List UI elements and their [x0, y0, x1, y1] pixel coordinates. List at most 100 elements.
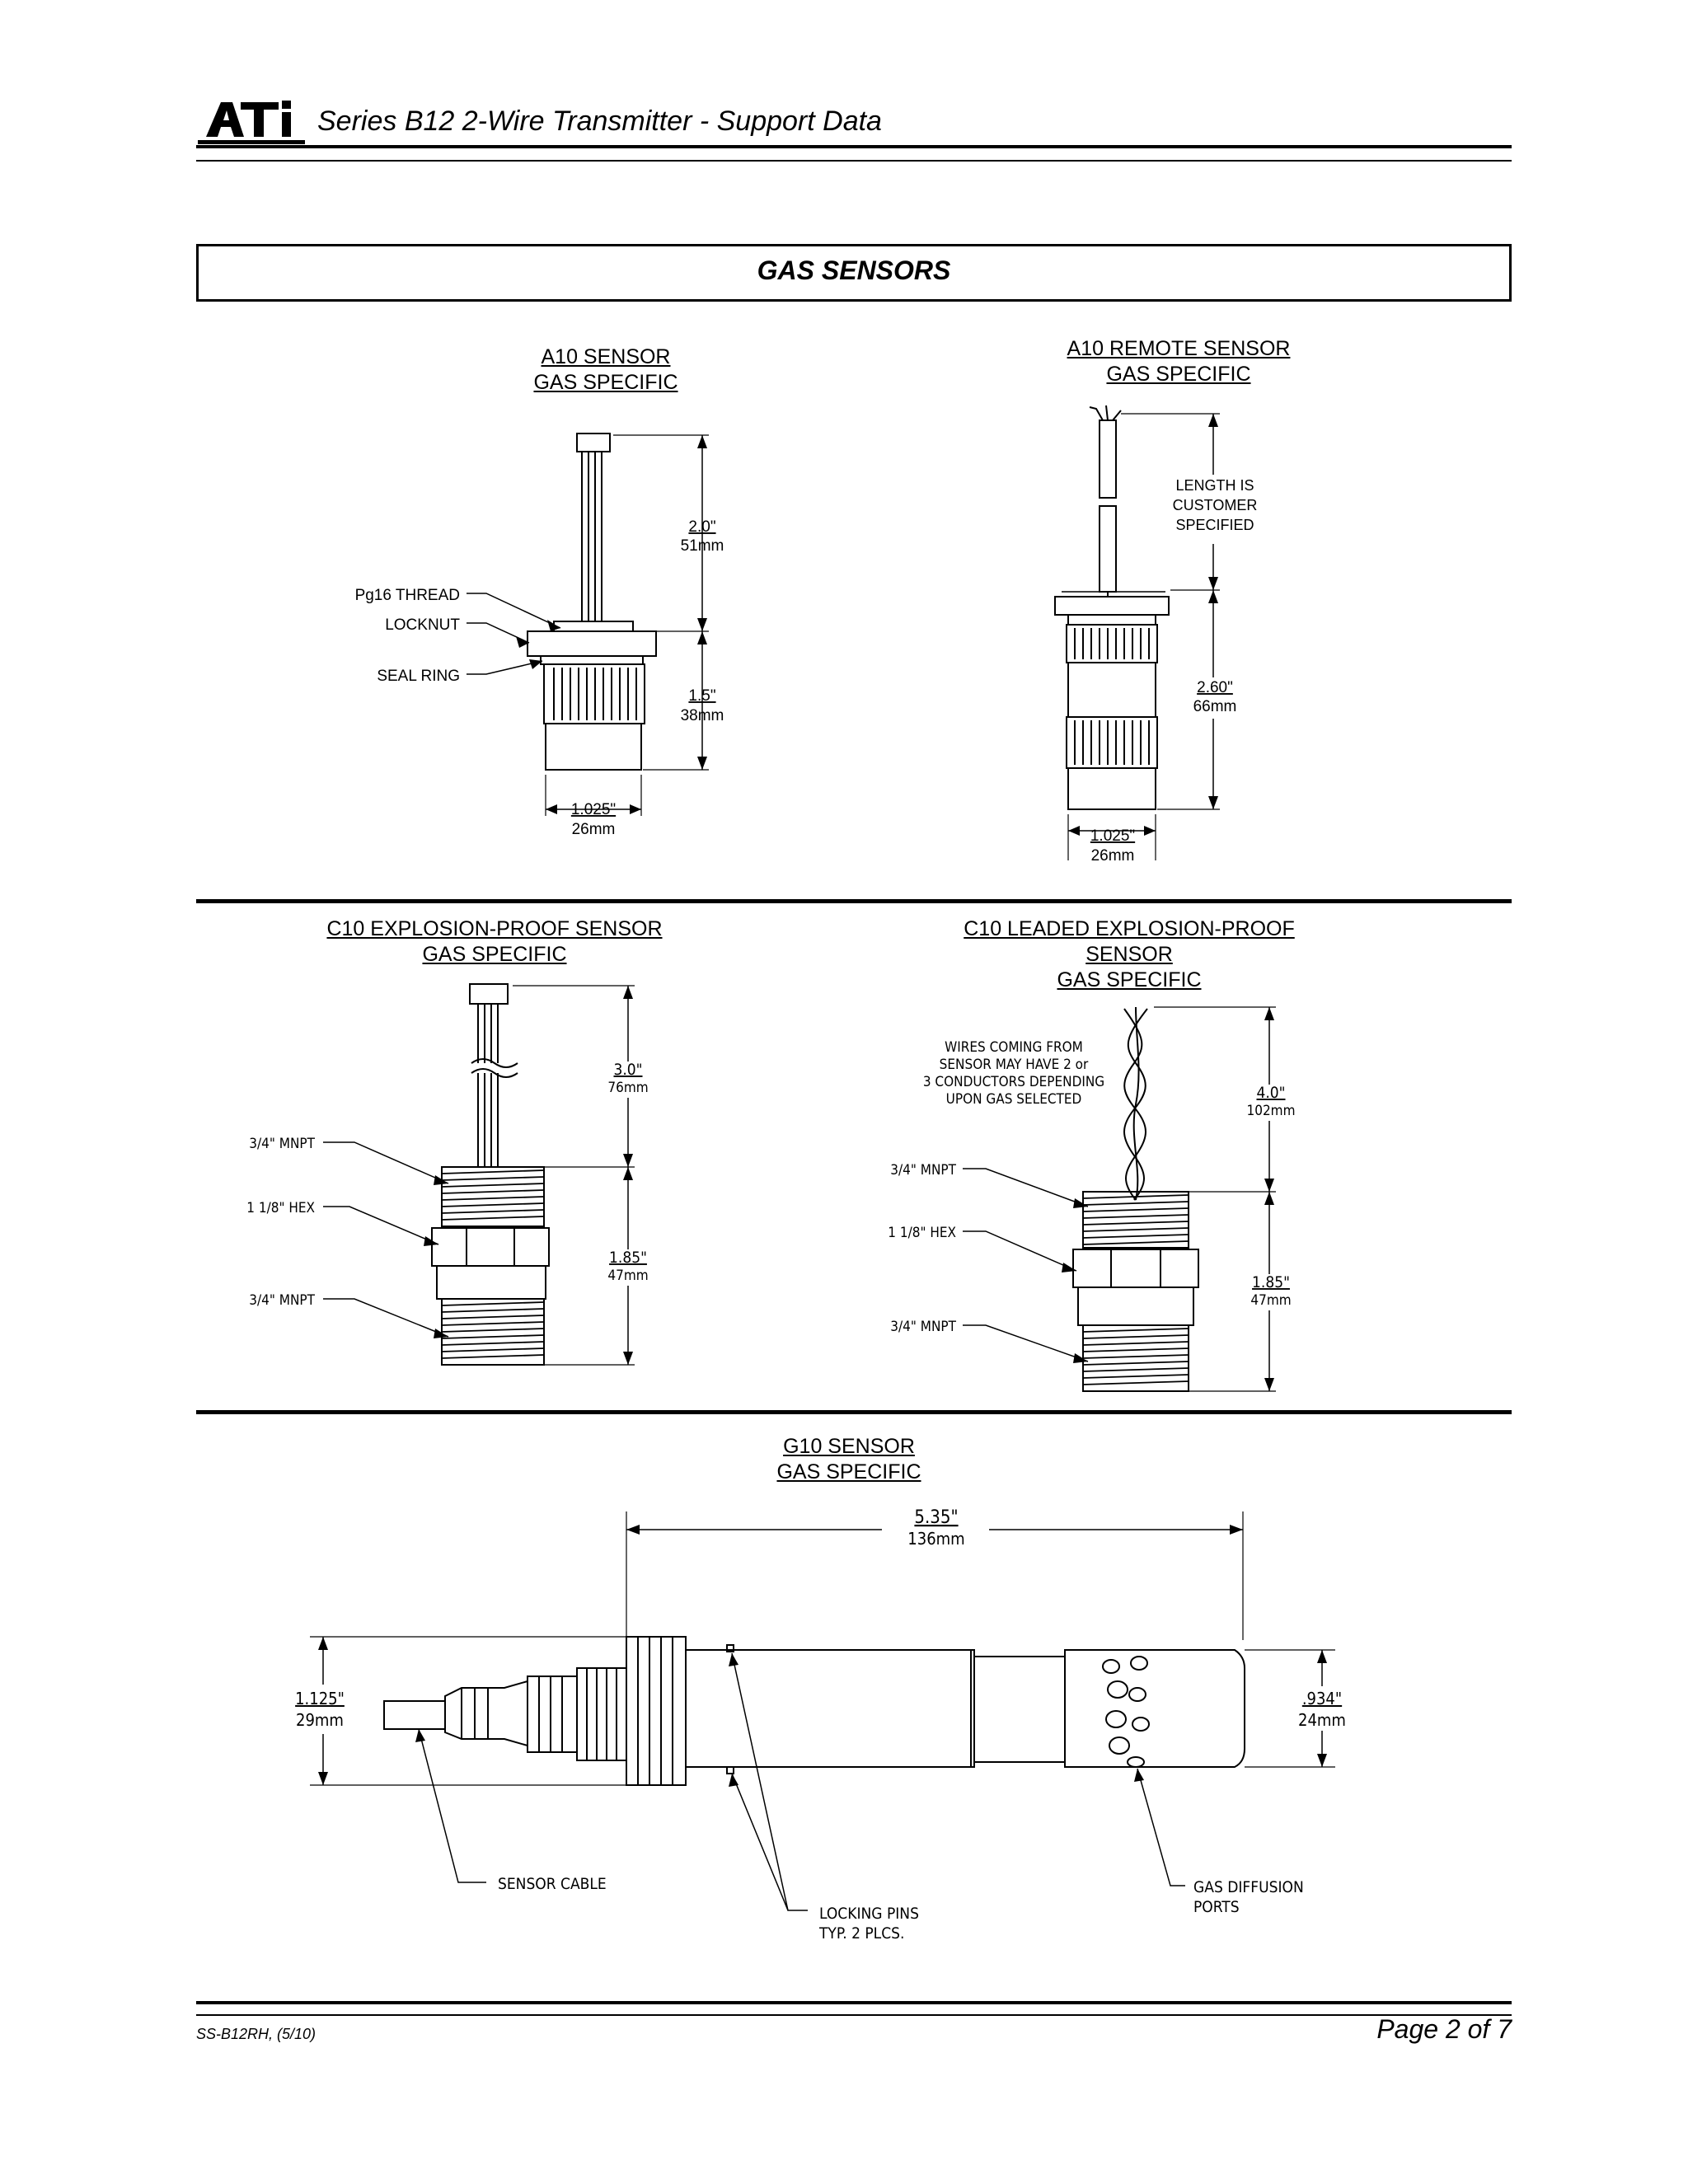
g10-label-pins-1: LOCKING PINS [819, 1905, 919, 1923]
a10-dim-top-mm: 51mm [681, 537, 724, 555]
g10-locking-pin-bottom [726, 1766, 734, 1774]
g10-port [1107, 1680, 1128, 1699]
a10r-length-note-3: SPECIFIED [1175, 517, 1254, 533]
c10l-label-mnpt-top: 3/4" MNPT [890, 1162, 956, 1179]
footer-rule-thin [196, 2014, 1512, 2016]
c10-dim-bottom-in: 1.85" [609, 1249, 647, 1267]
g10-port [1130, 1656, 1148, 1671]
g10-strain-relief [444, 1680, 528, 1747]
a10r-dim-width-mm: 26mm [1091, 847, 1135, 865]
a10-dim-bottom-in: 1.5" [688, 687, 715, 705]
c10l-wires-note-2: SENSOR MAY HAVE 2 or [940, 1057, 1089, 1073]
c10l-wires-note-1: WIRES COMING FROM [945, 1039, 1083, 1056]
a10r-knurl-top [1066, 624, 1158, 663]
g10-diffuser [1064, 1649, 1245, 1768]
a10-dim-bottom-mm: 38mm [681, 707, 724, 724]
g10-port [1102, 1659, 1120, 1674]
a10-dim-width-mm: 26mm [572, 821, 616, 838]
a10-thread [553, 621, 634, 632]
c10-dim-bottom-mm: 47mm [607, 1268, 648, 1284]
c10l-mnpt-top [1082, 1191, 1189, 1249]
a10r-dim-body-in: 2.60" [1197, 679, 1233, 696]
g10-dim-length-in: 5.35" [914, 1507, 958, 1528]
g10-cable [383, 1700, 446, 1730]
g10-dim-left-mm: 29mm [296, 1710, 344, 1730]
c10-sensor-drawing: 3/4" MNPT 1 1/8" HEX 3/4" MNPT 3.0" 76mm… [246, 983, 649, 1366]
header-rule-thin [196, 160, 1512, 162]
a10r-knurl-bottom [1066, 716, 1158, 769]
g10-gland [576, 1667, 627, 1761]
c10-connector [469, 983, 509, 1005]
g10-locking-pin-top [726, 1644, 734, 1652]
a10-label-thread: Pg16 THREAD [355, 587, 460, 604]
a10r-dim-body-mm: 66mm [1193, 698, 1237, 715]
g10-sensor-drawing: 5.35" 136mm 1.125" 29mm .934" 24mm SENSO… [295, 1507, 1346, 1943]
c10-leaded-title: C10 LEADED EXPLOSION-PROOF SENSOR GAS SP… [923, 916, 1335, 993]
section-title: GAS SENSORS [757, 255, 951, 285]
a10-title-line2: GAS SPECIFIC [533, 371, 678, 394]
c10-hex [431, 1227, 550, 1267]
a10-connector [576, 433, 611, 452]
c10-title: C10 EXPLOSION-PROOF SENSOR GAS SPECIFIC [280, 916, 709, 968]
c10l-hex [1072, 1249, 1199, 1288]
c10-leaded-title-line1: C10 LEADED EXPLOSION-PROOF [964, 917, 1295, 940]
g10-label-ports-2: PORTS [1193, 1898, 1240, 1916]
g10-port [1105, 1710, 1127, 1728]
a10-title: A10 SENSOR GAS SPECIFIC [470, 344, 742, 396]
g10-label-ports-1: GAS DIFFUSION [1193, 1878, 1304, 1896]
header-title: Series B12 2-Wire Transmitter - Support … [317, 105, 882, 137]
divider-1 [196, 899, 1512, 903]
g10-port [1128, 1687, 1146, 1702]
g10-dim-length-mm: 136mm [907, 1529, 964, 1549]
a10r-cable-lower [1099, 505, 1117, 593]
footer-doc-code: SS-B12RH, (5/10) [196, 2026, 316, 2042]
a10-sensor-drawing: Pg16 THREAD LOCKNUT SEAL RING 2.0" 51mm … [355, 433, 724, 838]
a10r-dim-width-in: 1.025" [1090, 827, 1135, 845]
a10-remote-title-line1: A10 REMOTE SENSOR [1067, 337, 1291, 360]
c10-label-hex: 1 1/8" HEX [246, 1200, 315, 1216]
c10-title-line2: GAS SPECIFIC [422, 943, 567, 966]
c10-label-mnpt-top: 3/4" MNPT [249, 1136, 315, 1152]
section-title-box [196, 244, 1512, 302]
footer-rule-thick [196, 2001, 1512, 2004]
c10l-label-mnpt-bottom: 3/4" MNPT [890, 1319, 956, 1335]
g10-dim-left-in: 1.125" [295, 1689, 345, 1708]
a10-locknut [527, 630, 657, 657]
g10-dim-right-in: .934" [1302, 1689, 1342, 1708]
g10-label-cable: SENSOR CABLE [498, 1875, 607, 1893]
c10-dim-top-in: 3.0" [613, 1061, 642, 1079]
c10l-dim-top-in: 4.0" [1256, 1084, 1285, 1102]
g10-port [1127, 1756, 1145, 1768]
a10-dim-width-in: 1.025" [571, 801, 616, 818]
c10l-dim-top-mm: 102mm [1247, 1103, 1296, 1119]
a10r-length-note-1: LENGTH IS [1175, 477, 1254, 494]
c10-title-line1: C10 EXPLOSION-PROOF SENSOR [326, 917, 663, 940]
divider-2 [196, 1410, 1512, 1414]
header-rule-thick [196, 145, 1512, 148]
c10-dim-top-mm: 76mm [607, 1080, 648, 1096]
g10-label-pins-2: TYP. 2 PLCS. [818, 1924, 904, 1943]
footer-page-number: Page 2 of 7 [1376, 2014, 1512, 2044]
c10l-label-hex: 1 1/8" HEX [888, 1225, 956, 1241]
c10-leaded-sensor-drawing: WIRES COMING FROM SENSOR MAY HAVE 2 or 3… [888, 1006, 1296, 1392]
g10-dim-right-mm: 24mm [1298, 1710, 1346, 1730]
ati-logo [198, 101, 305, 144]
c10-leaded-title-line2: SENSOR [1085, 943, 1173, 966]
g10-port [1109, 1736, 1130, 1755]
a10-remote-title-line2: GAS SPECIFIC [1106, 363, 1251, 386]
g10-body [685, 1649, 975, 1768]
c10-label-mnpt-bottom: 3/4" MNPT [249, 1292, 315, 1309]
g10-title-line2: GAS SPECIFIC [776, 1460, 921, 1483]
a10-dim-top-in: 2.0" [688, 518, 715, 536]
a10r-locknut [1054, 596, 1170, 616]
a10-title-line1: A10 SENSOR [541, 345, 671, 368]
a10r-length-note-2: CUSTOMER [1173, 497, 1258, 513]
c10l-dim-bottom-mm: 47mm [1250, 1292, 1291, 1309]
c10l-wires-note-4: UPON GAS SELECTED [946, 1091, 1082, 1108]
g10-title: G10 SENSOR GAS SPECIFIC [725, 1434, 973, 1485]
g10-title-line1: G10 SENSOR [783, 1435, 915, 1458]
c10l-wires-note-3: 3 CONDUCTORS DEPENDING [923, 1074, 1104, 1090]
a10-remote-title: A10 REMOTE SENSOR GAS SPECIFIC [1022, 336, 1335, 387]
g10-cap [626, 1636, 687, 1786]
a10-lower-body [545, 723, 642, 771]
